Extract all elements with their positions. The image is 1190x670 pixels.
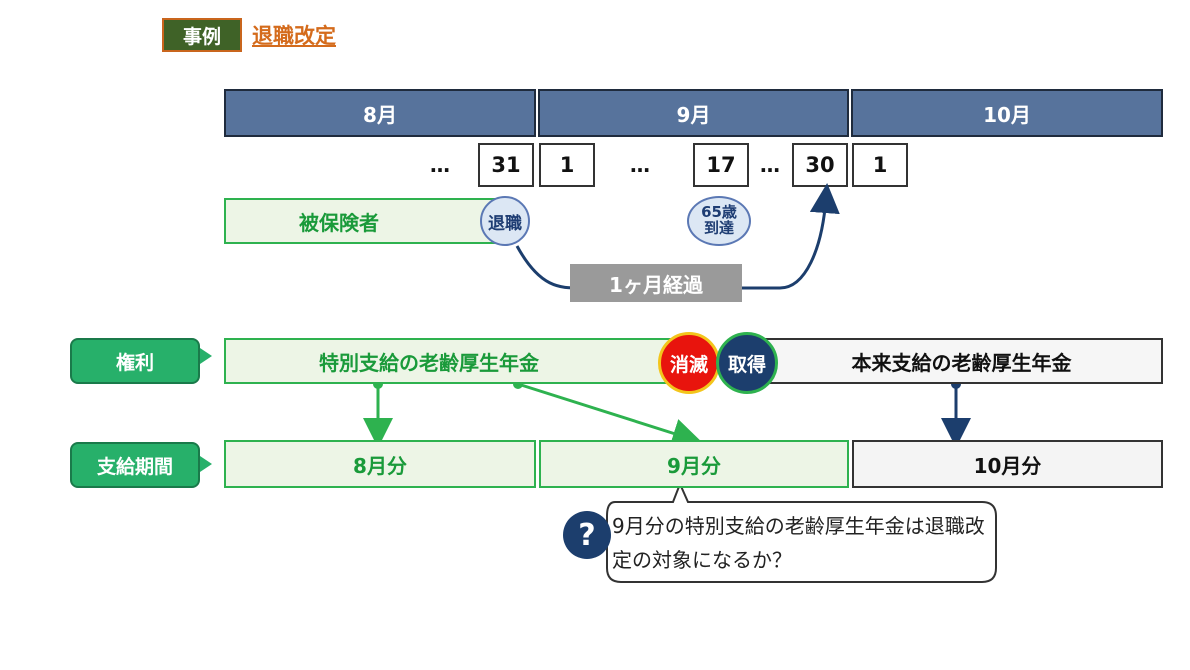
acquire-badge: 取得 xyxy=(716,332,778,394)
month-header-oct: 10月 xyxy=(851,89,1163,137)
month-header-aug: 8月 xyxy=(224,89,536,137)
payment-period-label: 支給期間 xyxy=(70,442,200,488)
day-17: 17 xyxy=(693,143,749,187)
ellipsis-2: … xyxy=(630,153,650,177)
age-65-line1: 65歳 xyxy=(701,203,737,222)
lapse-badge: 消滅 xyxy=(658,332,720,394)
special-pension-bar: 特別支給の老齢厚生年金 xyxy=(224,338,694,384)
age-65-marker: 65歳 到達 xyxy=(687,196,751,246)
retirement-marker: 退職 xyxy=(480,196,530,246)
payment-sep: 9月分 xyxy=(539,440,849,488)
rights-label: 権利 xyxy=(70,338,200,384)
case-tag: 事例 xyxy=(162,18,242,52)
day-1-oct: 1 xyxy=(852,143,908,187)
day-1-sep: 1 xyxy=(539,143,595,187)
case-title: 退職改定 xyxy=(252,24,336,48)
age-65-line2: 到達 xyxy=(703,219,734,237)
month-header-sep: 9月 xyxy=(538,89,849,137)
payment-oct: 10月分 xyxy=(852,440,1163,488)
elapsed-curve-arrow xyxy=(515,183,840,290)
question-icon: ? xyxy=(563,511,611,559)
question-text: 9月分の特別支給の老齢厚生年金は退職改定の対象になるか？ xyxy=(612,514,985,572)
day-31: 31 xyxy=(478,143,534,187)
ellipsis-3: … xyxy=(760,153,780,177)
question-bubble xyxy=(606,481,997,583)
regular-pension-bar: 本来支給の老齢厚生年金 xyxy=(760,338,1163,384)
payment-aug: 8月分 xyxy=(224,440,536,488)
ellipsis-1: … xyxy=(430,153,450,177)
insured-bar: 被保険者 xyxy=(224,198,514,244)
elapsed-label: 1ヶ月経過 xyxy=(570,264,742,302)
